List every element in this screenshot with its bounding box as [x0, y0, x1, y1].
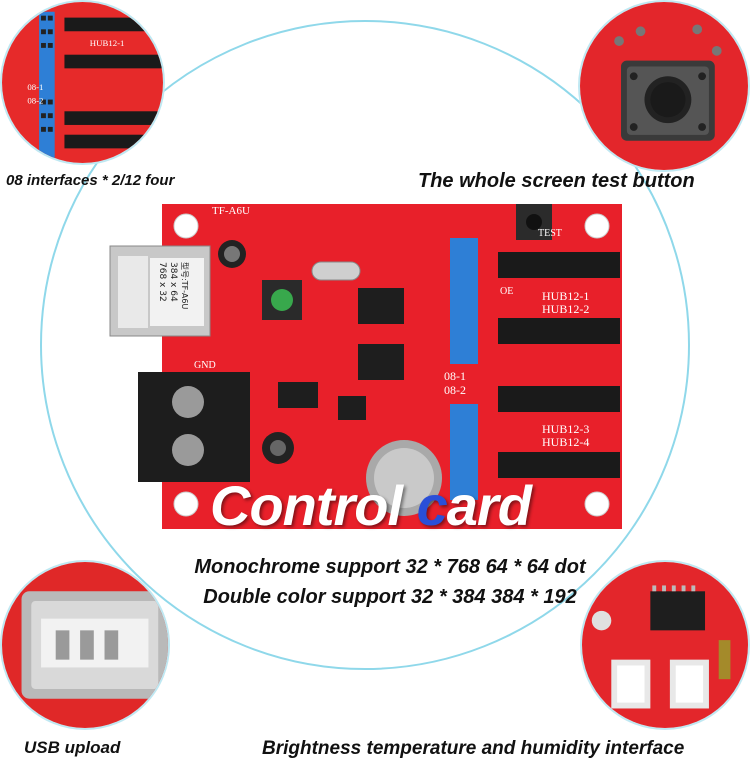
board-hub4-label: HUB12-4	[542, 435, 589, 449]
board-08-2-label: 08-2	[444, 383, 466, 397]
zoom-sensor-interface	[580, 560, 750, 730]
sticker-line-1: 768 x 32	[157, 262, 167, 302]
board-oe-label: OE	[500, 286, 513, 297]
decorative-ring	[40, 20, 690, 670]
zoom-usb-port	[0, 560, 170, 730]
board-model-label: TF-A6U	[212, 205, 250, 217]
board-test-label: TEST	[538, 228, 562, 239]
zoom-08-label-2: 08-2	[27, 95, 43, 105]
caption-sensor-interface: Brightness temperature and humidity inte…	[262, 738, 685, 759]
board-hub3-label: HUB12-3	[542, 422, 589, 436]
board-gnd-label: GND	[194, 360, 216, 371]
title-part-3: ard	[446, 474, 532, 537]
title-part-1: Control	[210, 474, 417, 537]
control-card-board: 768 x 32 384 x 64 型号:TF-A6U	[102, 196, 632, 541]
zoom-08-label: 08-1	[27, 82, 43, 92]
sticker-line-2: 384 x 64	[168, 262, 178, 302]
board-hub1-label: HUB12-1	[542, 289, 589, 303]
control-card-title: Control card	[210, 473, 532, 538]
sticker-line-3: 型号:TF-A6U	[180, 262, 189, 309]
zoom-test-button	[578, 0, 750, 172]
title-part-2: c	[416, 474, 448, 537]
spec-monochrome: Monochrome support 32 * 768 64 * 64 dot	[194, 556, 586, 578]
spec-double-color: Double color support 32 * 384 384 * 192	[203, 586, 577, 608]
caption-08-interfaces: 08 interfaces * 2/12 four	[6, 172, 175, 189]
caption-usb-upload: USB upload	[24, 738, 121, 757]
caption-test-button: The whole screen test button	[418, 170, 695, 192]
zoom-08-interfaces: HUB12-1 08-1 08-2	[0, 0, 165, 165]
board-08-1-label: 08-1	[444, 369, 466, 383]
zoom-hub-label: HUB12-1	[90, 38, 125, 48]
board-hub2-label: HUB12-2	[542, 302, 589, 316]
